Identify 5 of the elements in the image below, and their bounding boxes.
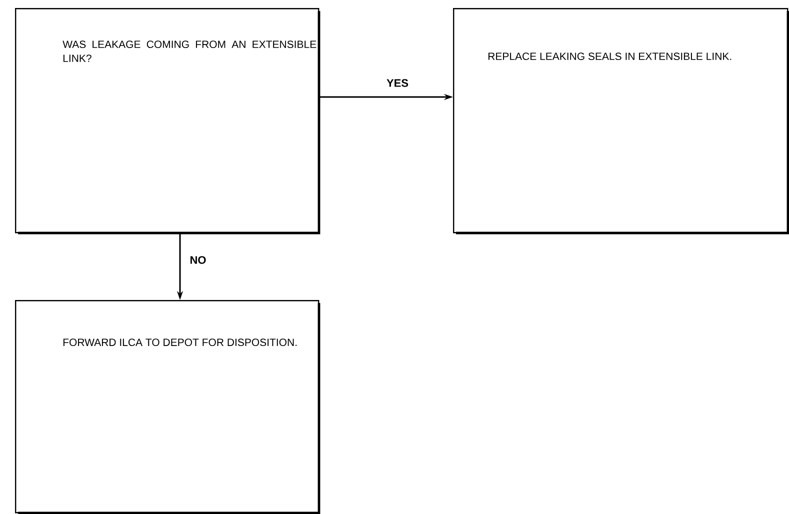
process-box: FORWARD ILCA TO DEPOT FOR DISPOSITION. <box>15 300 320 514</box>
edge-label: YES <box>386 79 408 87</box>
edge-label: NO <box>190 256 206 264</box>
process-box: REPLACE LEAKING SEALS IN EXTENSIBLE LINK. <box>453 8 789 234</box>
process-box: WAS LEAKAGE COMING FROM AN EXTENSIBLE LINK? <box>15 8 320 234</box>
